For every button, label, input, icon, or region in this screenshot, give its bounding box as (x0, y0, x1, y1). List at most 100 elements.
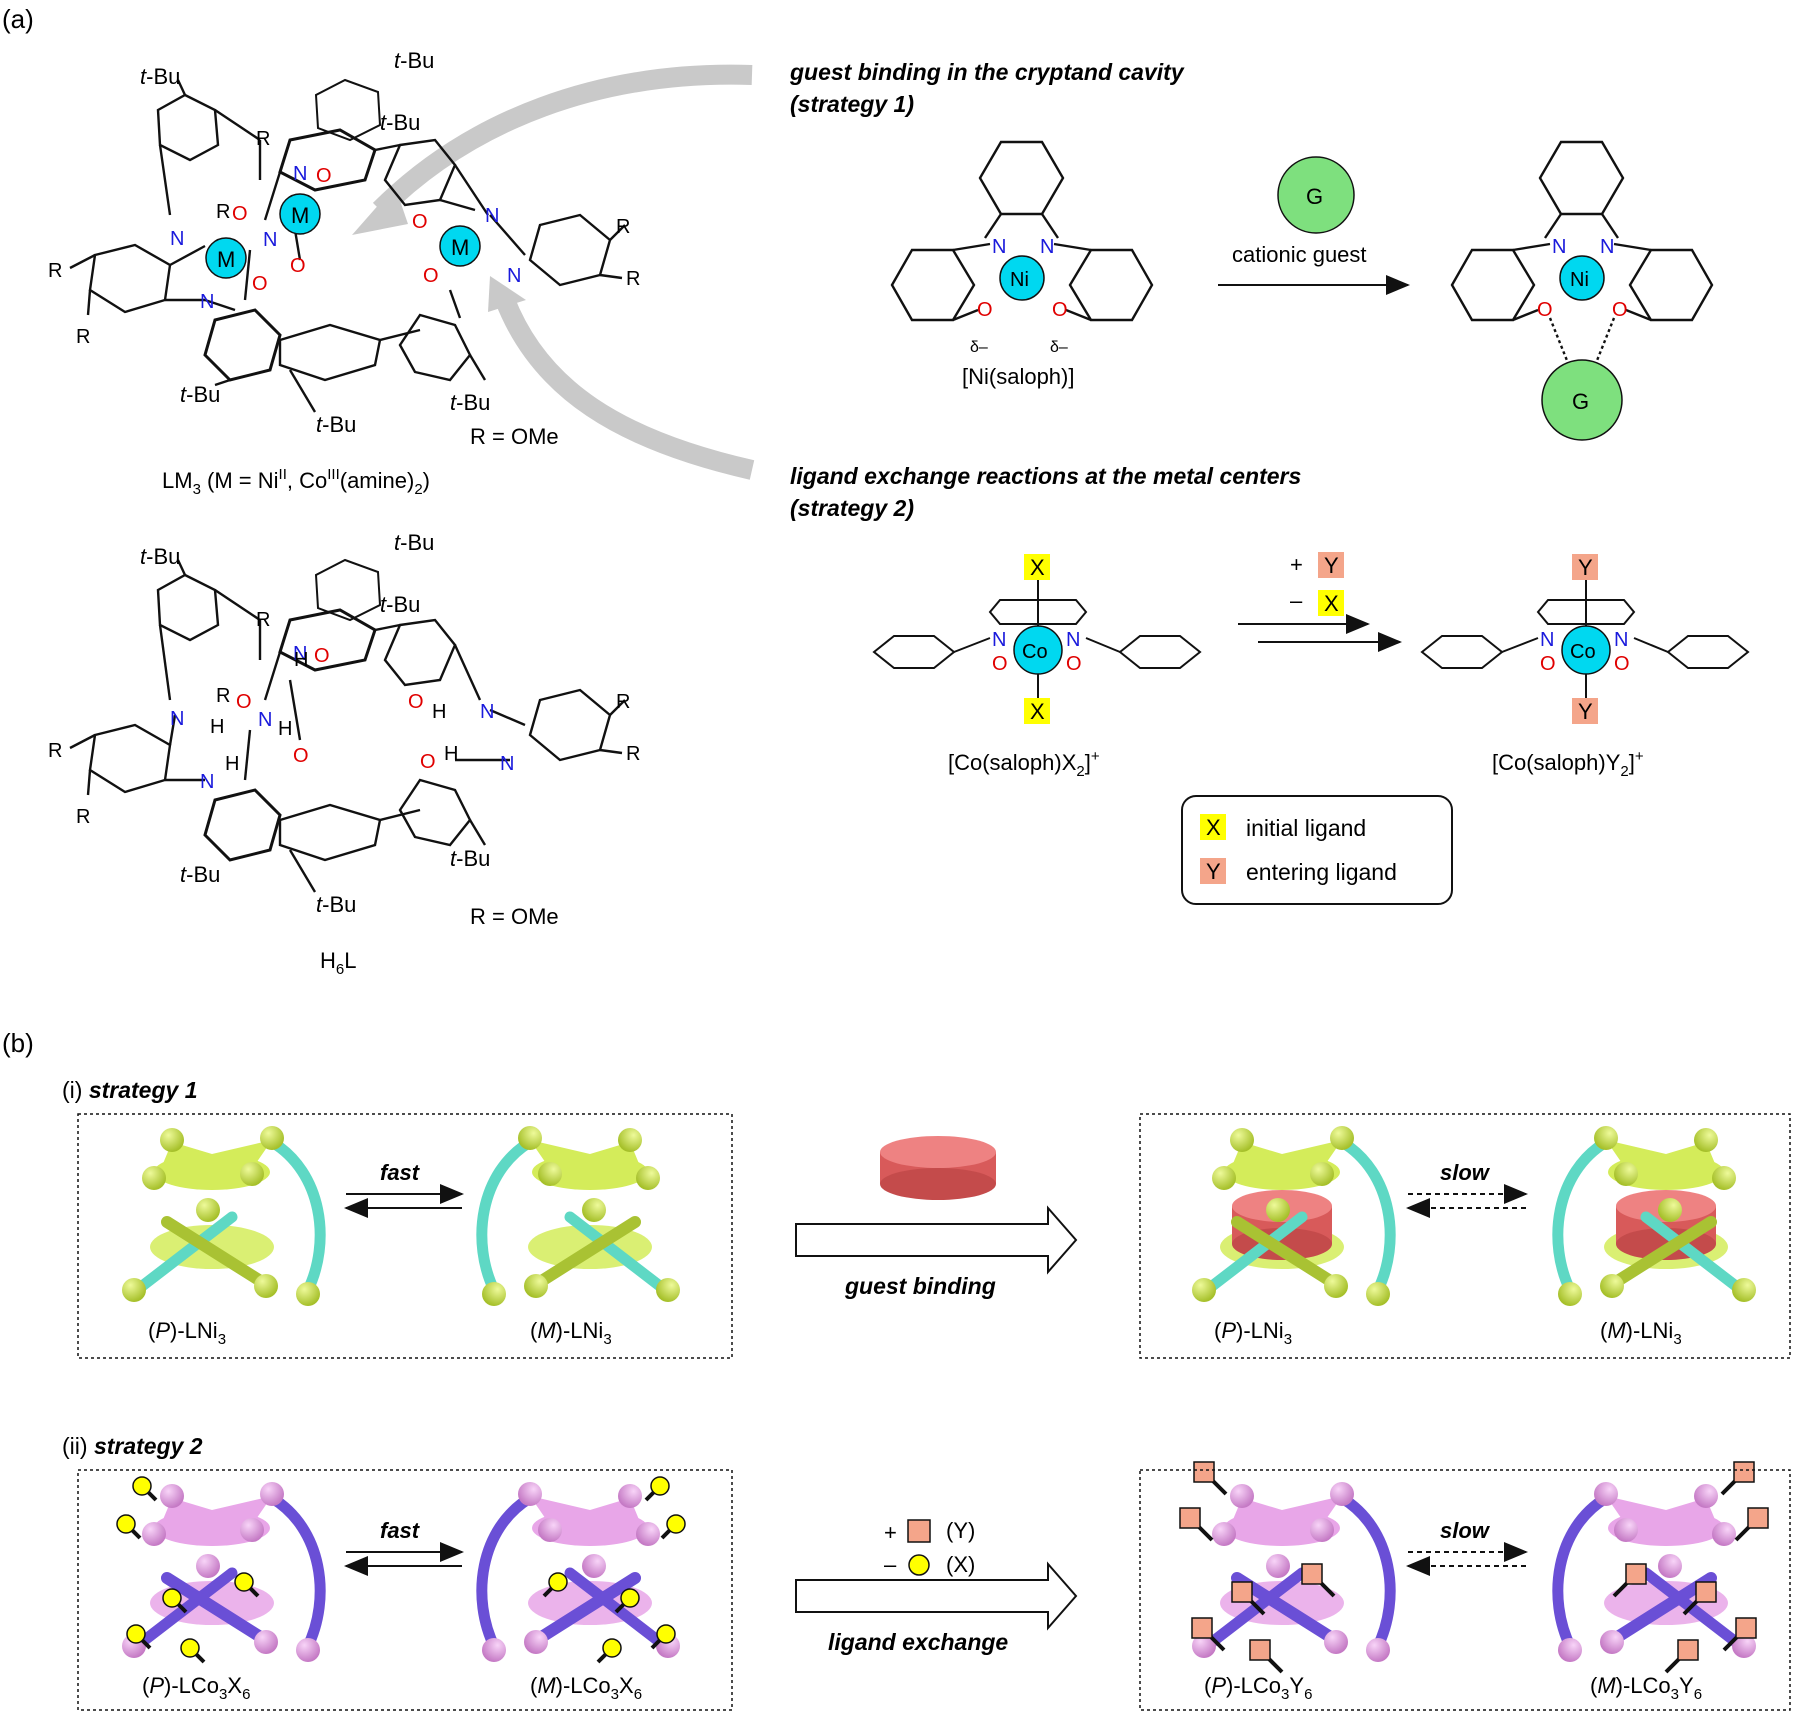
n-atom: N (258, 709, 272, 731)
bound-guest-circle (1541, 359, 1623, 441)
o-atom: O (316, 165, 332, 187)
n-atom: N (170, 708, 184, 730)
svg-text:+: + (884, 1520, 897, 1545)
h-atom: H (444, 743, 458, 765)
o-atom: O (423, 265, 439, 287)
metal-center-1 (205, 237, 247, 279)
tbu-label: t-Bu (140, 64, 180, 89)
tbu-label: t-Bu (316, 412, 356, 437)
r-equals-ome: R = OMe (470, 424, 559, 449)
entering-ligand-y: Y (1324, 553, 1339, 578)
tbu-label: t-Bu (380, 592, 420, 617)
n-atom: N (263, 229, 277, 251)
row2-fast-label: fast (380, 1518, 421, 1543)
m-lco3x6-cage (476, 1476, 686, 1664)
o-atom: O (1052, 299, 1068, 321)
n-atom: N (293, 643, 307, 665)
r-group: R (626, 743, 640, 765)
tbu-label: t-Bu (394, 530, 434, 555)
r-equals-ome: R = OMe (470, 904, 559, 929)
svg-text:(X): (X) (946, 1552, 975, 1577)
legend-initial-label: initial ligand (1246, 815, 1366, 841)
tbu-label: t-Bu (450, 390, 490, 415)
legend-entering-label: entering ligand (1246, 859, 1397, 885)
row1-right-box (1139, 1113, 1791, 1359)
tbu-label: t-Bu (180, 382, 220, 407)
row1-heading: (i) strategy 1 (62, 1077, 198, 1103)
o-atom: O (232, 203, 248, 225)
svg-text:Ni: Ni (1010, 269, 1029, 291)
n-atom: N (507, 265, 521, 287)
svg-text:Co: Co (1570, 641, 1596, 663)
o-atom: O (1537, 299, 1553, 321)
h-atom: H (294, 649, 308, 671)
svg-text:G: G (1306, 184, 1323, 209)
tbu-label: t-Bu (316, 892, 356, 917)
r-group: R (216, 201, 230, 223)
n-atom: N (200, 771, 214, 793)
row2-left-box (77, 1469, 733, 1711)
lm3-caption: LM3 (M = NiII, CoIII(amine)2) (162, 466, 430, 498)
delta-charge: δ– (970, 339, 988, 356)
ni-center-left: Ni N N O O δ– δ– (970, 236, 1068, 356)
strategy1-subtitle: (strategy 1) (790, 91, 914, 117)
guest-binding-arrow (795, 1205, 1078, 1275)
n-atom: N (200, 291, 214, 313)
r-group: R (616, 691, 630, 713)
r-group: R (626, 268, 640, 290)
m-lni3-guest-label: (M)-LNi3 (1600, 1318, 1682, 1348)
n-atom: N (500, 753, 514, 775)
svg-text:X: X (1206, 815, 1221, 840)
row2-slow-label: slow (1440, 1518, 1491, 1543)
n-atom: N (1600, 236, 1614, 258)
r-group: R (76, 806, 90, 828)
guest-binding-label: guest binding (844, 1273, 996, 1299)
m-lni3-label: (M)-LNi3 (530, 1318, 612, 1348)
strategy2-title: ligand exchange reactions at the metal c… (790, 463, 1301, 489)
p-lni3-guest-cage (1192, 1126, 1396, 1306)
svg-text:M: M (451, 235, 469, 260)
p-lco3y6-cage (1179, 1461, 1396, 1674)
m-lni3-cage (476, 1126, 680, 1306)
leaving-ligand-x: X (1324, 591, 1339, 616)
plus-y-sign: + (1290, 552, 1303, 577)
h-atom: H (278, 718, 292, 740)
ligand-exchange-label: ligand exchange (828, 1629, 1008, 1655)
r-group: R (216, 685, 230, 707)
metal-center-3 (439, 225, 481, 267)
svg-text:(Y): (Y) (946, 1518, 975, 1543)
ligand-legend: X initial ligand Y entering ligand (1181, 795, 1453, 905)
o-atom: O (1540, 653, 1556, 675)
ligand-exchange-reagents: + (Y) – (X) (884, 1518, 975, 1577)
n-atom: N (1066, 629, 1080, 651)
tbu-label: t-Bu (140, 544, 180, 569)
row1-fast-label: fast (380, 1160, 421, 1185)
m-lco3y6-label: (M)-LCo3Y6 (1590, 1673, 1702, 1703)
minus-x-sign: – (1290, 588, 1303, 613)
svg-text:M: M (291, 203, 309, 228)
svg-text:Ni: Ni (1570, 269, 1589, 291)
o-atom: O (252, 273, 268, 295)
tbu-label: t-Bu (380, 110, 420, 135)
o-atom: O (992, 653, 1008, 675)
o-atom: O (293, 745, 309, 767)
guest-circle (1277, 156, 1355, 234)
p-lni3-cage (122, 1126, 326, 1306)
r-group: R (76, 326, 90, 348)
co-x2-name: [Co(saloph)X2]+ (948, 748, 1100, 780)
n-atom: N (170, 228, 184, 250)
m-lni3-guest-cage (1552, 1126, 1756, 1306)
tbu-label: t-Bu (180, 862, 220, 887)
strategy1-title: guest binding in the cryptand cavity (789, 59, 1185, 85)
o-atom: O (290, 255, 306, 277)
r-group: R (256, 128, 270, 150)
o-atom: O (1066, 653, 1082, 675)
p-lni3-label: (P)-LNi3 (148, 1318, 226, 1348)
n-atom: N (992, 236, 1006, 258)
svg-text:Y: Y (1578, 699, 1593, 724)
p-lni3-guest-label: (P)-LNi3 (1214, 1318, 1292, 1348)
p-lco3x6-cage (116, 1476, 326, 1664)
svg-text:–: – (884, 1552, 897, 1577)
strategy2-subtitle: (strategy 2) (790, 495, 914, 521)
